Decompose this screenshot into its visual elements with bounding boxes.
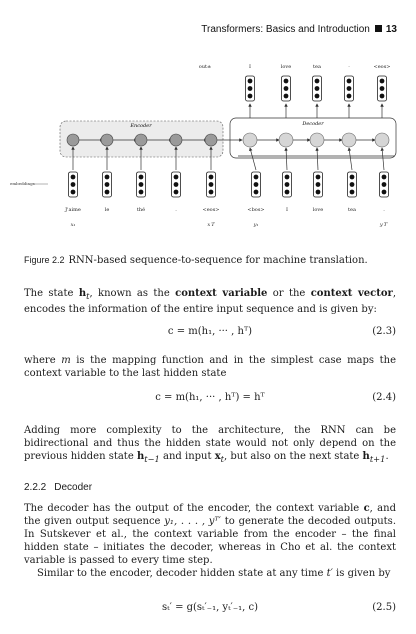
decoder-hidden-states <box>242 132 390 148</box>
equation-body: sₜ′ = g(sₜ′₋₁, yₜ′₋₁, c) <box>162 602 258 613</box>
output-label: love <box>281 64 291 70</box>
enc-first-sub: x₁ <box>71 222 76 228</box>
input-label: tea <box>348 207 356 213</box>
embedding-label: embeddings <box>10 181 35 186</box>
output-label: out± <box>199 64 211 70</box>
input-label: <eos> <box>203 207 220 213</box>
section-title: Decoder <box>54 482 93 493</box>
equation-2-4: c = m(h₁, ··· , hᵀ) = hᵀ (2.4) <box>24 392 396 406</box>
header-title: Transformers: Basics and Introduction <box>201 24 370 35</box>
output-vectors <box>245 75 387 102</box>
section-number: 2.2.2 <box>24 482 47 493</box>
input-label: thé <box>137 206 145 213</box>
input-label: love <box>313 207 323 213</box>
input-label: <bos> <box>247 207 264 213</box>
output-labels: out± I love tea · <eos> <box>199 64 391 70</box>
square-bullet-icon <box>374 25 382 32</box>
equation-number: (2.3) <box>372 326 396 337</box>
rnn-seq2seq-figure: out± I love tea · <eos> Encoder Decoder <box>10 64 397 228</box>
caption-text: RNN-based sequence-to-sequence for machi… <box>68 255 368 266</box>
input-arrows <box>71 146 385 171</box>
input-label: le <box>105 207 110 213</box>
enc-last-sub: x T <box>207 222 215 228</box>
embedding-vectors <box>68 171 389 198</box>
page-number: 13 <box>385 24 397 35</box>
encoder-hidden-states <box>66 133 218 147</box>
output-label: · <box>348 64 350 70</box>
dec-first-sub: y₁ <box>253 222 259 228</box>
input-labels: J'aime le thé . <eos> <bos> I love tea . <box>64 206 385 213</box>
input-label: I <box>286 207 288 213</box>
equation-body: c = m(h₁, ··· , hᵀ) = hᵀ <box>155 392 265 403</box>
equation-number: (2.5) <box>372 602 396 613</box>
equation-body: c = m(h₁, ··· , hᵀ) <box>167 326 253 337</box>
decoder-label: Decoder <box>301 121 324 127</box>
section-heading: 2.2.2 Decoder <box>24 482 92 493</box>
paragraph-decoder: The decoder has the output of the encode… <box>24 503 396 579</box>
output-label: <eos> <box>374 64 391 70</box>
input-label: . <box>383 207 385 213</box>
running-header: Transformers: Basics and Introduction 13 <box>0 24 397 35</box>
input-label: . <box>175 207 177 213</box>
caption-label: Figure 2.2 <box>24 255 65 265</box>
subscript-labels: x₁ x T y₁ y T′ <box>71 222 389 228</box>
dec-last-sub: y T′ <box>379 222 389 228</box>
input-label: J'aime <box>64 207 81 213</box>
equation-2-5: sₜ′ = g(sₜ′₋₁, yₜ′₋₁, c) (2.5) <box>24 602 396 616</box>
output-label: I <box>249 64 251 70</box>
encoder-label: Encoder <box>129 123 152 129</box>
paragraph-context-variable: The state ht, known as the context varia… <box>24 288 396 315</box>
equation-number: (2.4) <box>372 392 396 403</box>
output-label: tea <box>313 64 321 70</box>
paragraph-mapping: where m is the mapping function and in t… <box>24 355 396 379</box>
equation-2-3: c = m(h₁, ··· , hᵀ) (2.3) <box>24 326 396 340</box>
paragraph-bidirectional: Adding more complexity to the architectu… <box>24 425 396 464</box>
